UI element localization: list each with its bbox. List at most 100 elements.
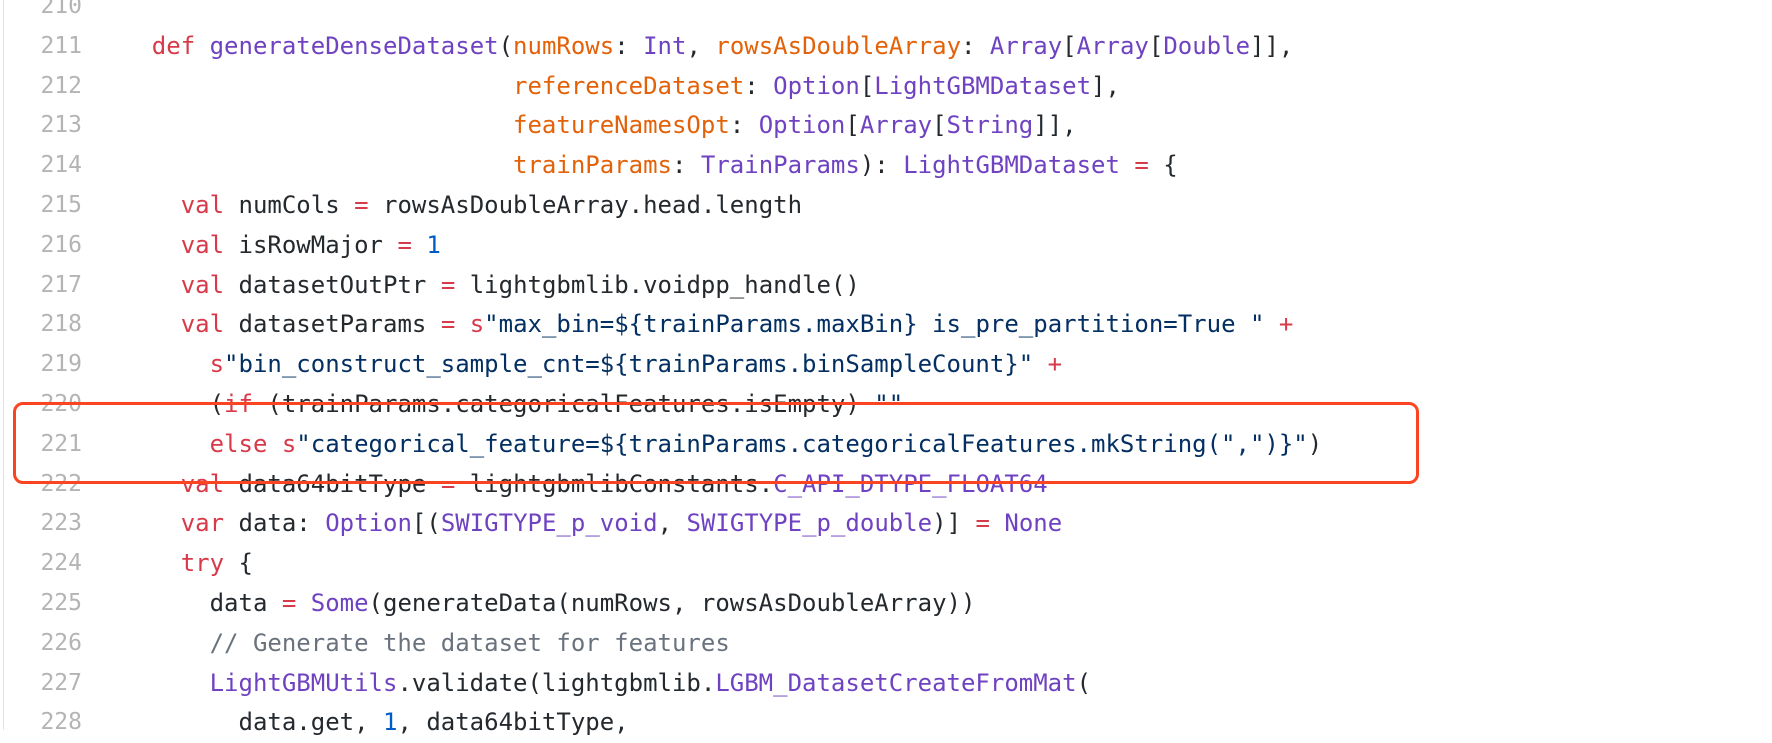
line-number[interactable]: 227 <box>40 669 82 696</box>
token-plain: ], <box>1091 71 1120 100</box>
line-number[interactable]: 221 <box>40 430 82 457</box>
highlight-box <box>13 402 1419 484</box>
line-number[interactable]: 214 <box>40 152 82 179</box>
line-number[interactable]: 224 <box>40 550 82 577</box>
token-kw: try <box>180 549 225 578</box>
token-plain: [ <box>1062 31 1077 60</box>
token-kw: s <box>469 310 485 339</box>
line-number[interactable]: 215 <box>40 191 82 218</box>
token-plain <box>94 629 210 657</box>
token-plain: { <box>224 549 253 578</box>
token-str: "max_bin=${trainParams.maxBin} is_pre_pa… <box>484 310 1265 339</box>
token-plain: , <box>686 31 716 60</box>
token-kw: def <box>151 31 196 60</box>
line-source: try { <box>94 544 253 584</box>
token-plain: )] <box>932 509 976 538</box>
token-plain: : <box>614 31 644 60</box>
token-type: Array <box>1076 31 1149 60</box>
token-plain: : <box>744 71 774 100</box>
line-source: s"bin_construct_sample_cnt=${trainParams… <box>94 345 1063 385</box>
token-op: = <box>440 310 456 339</box>
token-type: LightGBMDataset <box>903 151 1120 180</box>
token-type: Int <box>643 31 687 60</box>
token-plain <box>296 589 310 617</box>
line-number[interactable]: 223 <box>40 510 82 537</box>
token-plain <box>94 231 181 259</box>
token-op: = <box>1134 151 1149 180</box>
token-kw: val <box>180 190 225 219</box>
token-type: Option <box>325 509 412 538</box>
token-plain: [( <box>411 509 441 538</box>
token-type: SWIGTYPE_p_double <box>686 509 933 538</box>
token-kw: val <box>180 230 225 259</box>
token-plain: [ <box>845 111 860 140</box>
token-plain: .validate(lightgbmlib. <box>397 668 716 697</box>
line-source: else s"categorical_feature=${trainParams… <box>94 425 1323 465</box>
line-number[interactable]: 211 <box>40 32 82 59</box>
token-plain <box>94 191 181 219</box>
token-type: None <box>1004 509 1063 538</box>
token-plain: (generateData(numRows, rowsAsDoubleArray… <box>368 588 976 617</box>
token-type: SWIGTYPE_p_void <box>440 509 658 538</box>
token-op: = <box>397 230 412 259</box>
gutter-border <box>3 0 4 730</box>
line-number[interactable]: 217 <box>40 271 82 298</box>
line-number[interactable]: 228 <box>40 709 82 736</box>
token-kw: var <box>180 509 225 538</box>
token-plain <box>1120 151 1134 179</box>
line-number[interactable]: 218 <box>40 311 82 338</box>
token-op: = <box>281 588 297 617</box>
token-plain: [ <box>1148 31 1164 60</box>
token-plain <box>94 271 181 299</box>
token-plain <box>990 509 1004 537</box>
line-source: val datasetOutPtr = lightgbmlib.voidpp_h… <box>94 266 860 306</box>
token-type: Option <box>773 71 860 100</box>
token-fn: LGBM_DatasetCreateFromMat <box>715 668 1077 697</box>
line-source: data = Some(generateData(numRows, rowsAs… <box>94 584 976 624</box>
token-str: "bin_construct_sample_cnt=${trainParams.… <box>224 350 1034 379</box>
token-type: String <box>946 111 1034 140</box>
token-type: Double <box>1163 31 1251 60</box>
token-num: 1 <box>426 230 441 259</box>
line-number[interactable]: 212 <box>40 72 82 99</box>
token-plain: ]], <box>1033 111 1077 140</box>
token-plain: [ <box>859 71 875 100</box>
line-number[interactable]: 216 <box>40 231 82 258</box>
token-plain: data.get, <box>94 708 383 737</box>
token-type: LightGBMDataset <box>874 71 1092 100</box>
line-number[interactable]: 210 <box>40 0 82 19</box>
line-number[interactable]: 219 <box>40 351 82 378</box>
token-plain: ) <box>1307 429 1323 458</box>
token-plain: data: <box>224 509 326 538</box>
token-param: numRows <box>513 31 615 60</box>
token-plain <box>94 310 181 338</box>
line-number[interactable]: 213 <box>40 112 82 139</box>
token-plain: isRowMajor <box>224 230 398 259</box>
token-plain: numCols <box>224 190 355 219</box>
token-comment: // Generate the dataset for features <box>209 628 730 657</box>
token-type: Some <box>310 588 369 617</box>
token-plain: , data64bitType, <box>397 708 629 737</box>
token-kw: val <box>180 310 225 339</box>
token-op: = <box>440 270 456 299</box>
token-plain: lightgbmlib.voidpp_handle() <box>455 270 860 299</box>
token-plain <box>94 549 181 577</box>
token-param: trainParams <box>513 151 672 180</box>
token-op: = <box>354 190 369 219</box>
token-plain: datasetOutPtr <box>224 270 441 299</box>
token-param: rowsAsDoubleArray <box>715 31 962 60</box>
token-op: + <box>1047 350 1063 379</box>
token-plain: : <box>961 31 990 60</box>
token-plain <box>1264 310 1278 338</box>
line-number[interactable]: 226 <box>40 629 82 656</box>
line-source: data.get, 1, data64bitType, <box>94 703 629 743</box>
token-plain: ( <box>498 31 514 60</box>
token-plain: ]], <box>1250 31 1294 60</box>
line-number[interactable]: 225 <box>40 589 82 616</box>
line-source: val isRowMajor = 1 <box>94 226 441 266</box>
token-plain <box>195 32 209 60</box>
token-type: Array <box>859 111 933 140</box>
token-type: TrainParams <box>700 151 860 180</box>
token-plain <box>412 231 426 259</box>
token-op: = <box>975 509 990 538</box>
